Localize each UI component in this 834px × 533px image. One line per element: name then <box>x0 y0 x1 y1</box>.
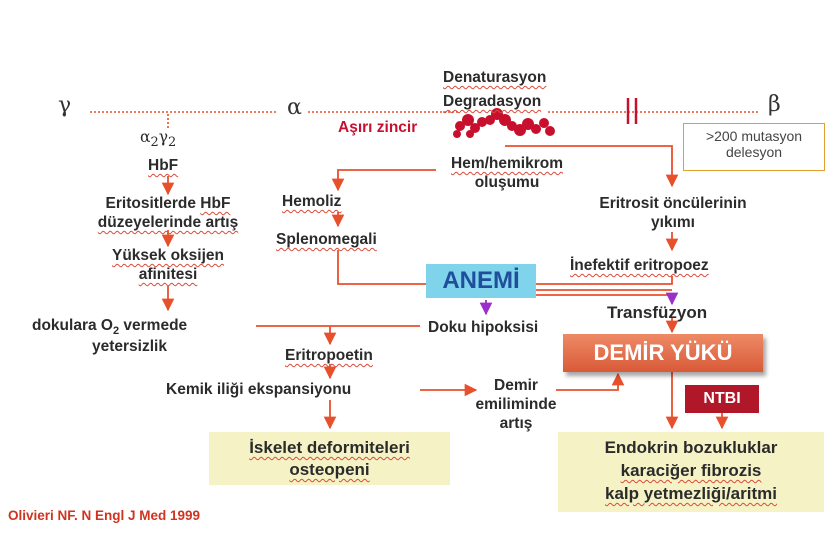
splenomegali-label: Splenomegali <box>276 230 377 249</box>
arrow-to-hemoliz <box>338 170 436 190</box>
hemoliz-label: Hemoliz <box>282 192 341 211</box>
mutasyon-box: >200 mutasyon delesyon <box>683 123 825 171</box>
anemi-box: ANEMİ <box>426 264 536 298</box>
degradasyon-label: Degradasyon <box>443 92 541 111</box>
hem-hemikrom-label: Hem/hemikrom oluşumu <box>436 154 578 192</box>
inefektif-label: İnefektif eritropoez <box>570 256 709 275</box>
eritropoetin-label: Eritropoetin <box>285 346 373 365</box>
doku-hipoksisi-label: Doku hipoksisi <box>428 318 538 337</box>
kemik-iligi-label: Kemik iliği ekspansiyonu <box>166 380 351 399</box>
alpha-label: α <box>287 98 302 117</box>
endokrin-line-3: kalp yetmezliği/aritmi <box>558 484 824 503</box>
transfuzyon-label: Transfüzyon <box>607 303 707 322</box>
yetersizlik-label: yetersizlik <box>92 337 167 356</box>
demir-yuku-box: DEMİR YÜKÜ <box>563 334 763 372</box>
eritrosit-oncu-label: Eritrosit öncülerinin yıkımı <box>566 194 780 232</box>
iskelet-line-2: osteopeni <box>209 460 450 479</box>
alpha2-gamma2-label: α2γ2 <box>140 128 176 152</box>
gamma-label: γ <box>58 96 71 115</box>
hbf-label: HbF <box>148 156 178 175</box>
iskelet-box: İskelet deformiteleri osteopeni <box>209 432 450 485</box>
red-cell-chain-icon <box>453 108 555 138</box>
line-splenomegali-anemi <box>338 250 426 284</box>
asiri-zincir-label: Aşırı zincir <box>338 118 417 137</box>
citation: Olivieri NF. N Engl J Med 1999 <box>8 508 200 523</box>
beta-block <box>628 98 636 124</box>
ntbi-box: NTBI <box>685 385 759 413</box>
endokrin-line-1: Endokrin bozukluklar <box>558 438 824 457</box>
beta-label: β <box>768 95 781 114</box>
demir-emilim-label: Demir emiliminde artış <box>474 376 558 433</box>
line-inefektif-anemi <box>536 276 672 284</box>
endokrin-box: Endokrin bozukluklar karaciğer fibrozis … <box>558 432 824 512</box>
arrow-emilim-demir <box>556 374 618 390</box>
globin-line <box>90 112 760 128</box>
denaturasyon-label: Denaturasyon <box>443 68 546 87</box>
eritrosit-hbf-label: Eritositlerde HbF düzeyelerinde artış <box>66 194 270 232</box>
yuksek-oksijen-label: Yüksek oksijen afinitesi <box>76 246 260 284</box>
iskelet-line-1: İskelet deformiteleri <box>209 438 450 457</box>
endokrin-line-2: karaciğer fibrozis <box>558 461 824 480</box>
